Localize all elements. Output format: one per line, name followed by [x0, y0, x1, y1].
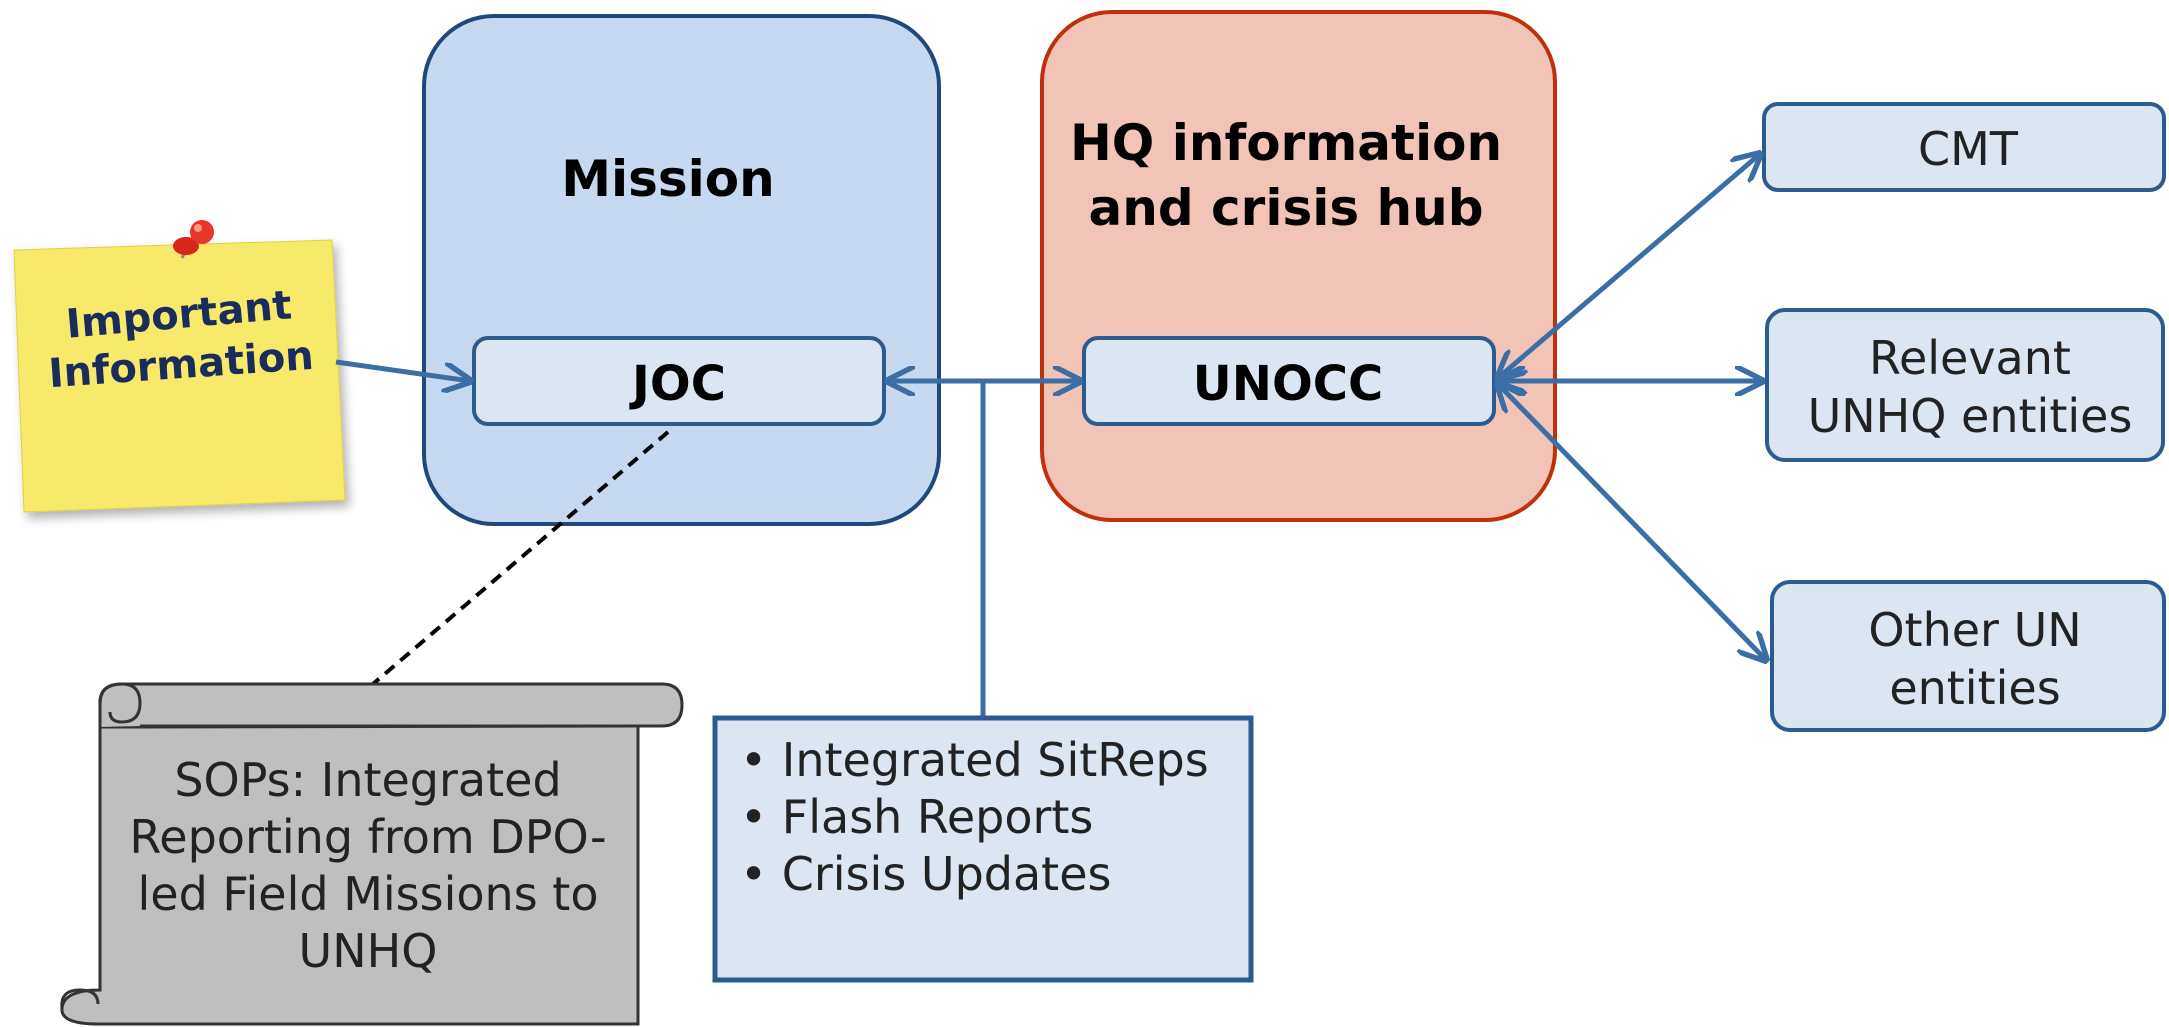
scroll-curl-top — [98, 682, 142, 724]
important-information-note: Important Information — [13, 220, 346, 513]
arrow-unocc-cmt — [1498, 154, 1760, 378]
unocc-label: UNOCC — [1193, 356, 1383, 412]
relevant-line-2: UNHQ entities — [1808, 389, 2133, 443]
arrow-unocc-other — [1498, 384, 1766, 660]
reports-item-2: • Flash Reports — [740, 790, 1093, 844]
connectors — [335, 154, 1766, 718]
hq-title-line-1: HQ information — [1070, 114, 1502, 172]
scroll-top-roll — [98, 682, 684, 728]
relevant-line-1: Relevant — [1869, 331, 2071, 385]
scroll-curl-bottom — [60, 988, 100, 1009]
joc-label: JOC — [629, 356, 726, 412]
reports-item-1: • Integrated SitReps — [740, 733, 1209, 787]
hq-box — [1040, 10, 1557, 522]
mission-box — [422, 14, 941, 526]
hq-title-line-2: and crisis hub — [1088, 179, 1483, 237]
scroll-line-1: SOPs: Integrated — [174, 753, 561, 807]
reports-box — [712, 715, 1254, 983]
cmt-box — [1762, 102, 2166, 192]
cmt-label: CMT — [1918, 122, 2019, 176]
other-line-1: Other UN — [1868, 603, 2081, 657]
note-paper — [13, 239, 346, 513]
pushpin-icon — [173, 220, 214, 259]
arrow-note-to-joc — [335, 359, 470, 381]
reports-item-3: • Crisis Updates — [740, 847, 1111, 901]
scroll-line-2: Reporting from DPO- — [129, 810, 606, 864]
mission-title: Mission — [561, 150, 775, 208]
other-line-2: entities — [1889, 661, 2060, 715]
scroll-line-4: UNHQ — [299, 924, 438, 978]
sops-scroll: SOPs: Integrated Reporting from DPO- led… — [60, 682, 684, 1026]
scroll-line-3: led Field Missions to — [138, 867, 599, 921]
dashed-link-joc-sops — [364, 430, 670, 692]
